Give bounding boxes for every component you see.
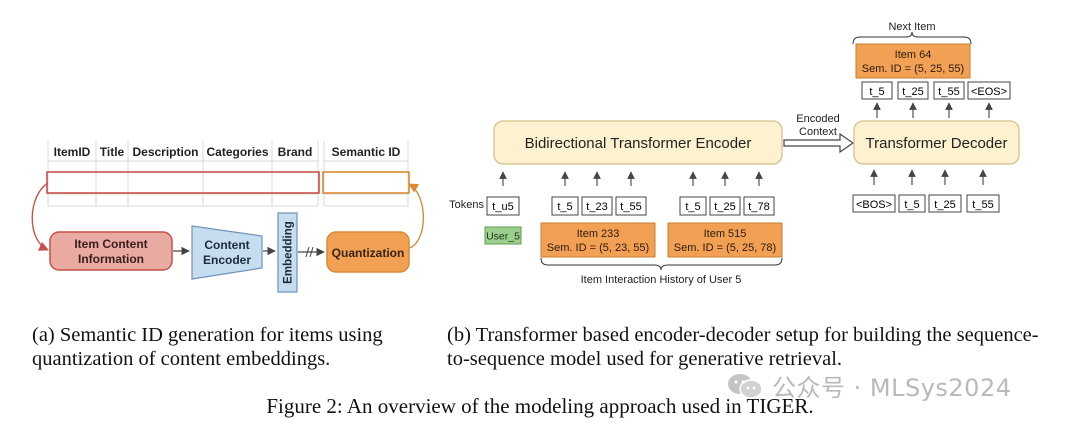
decoder-token: t_55: [972, 199, 993, 211]
caption-b: (b) Transformer based encoder-decoder se…: [447, 324, 1039, 370]
item-content-label-line1: Item Content: [74, 237, 147, 251]
output-token-box: [967, 81, 1011, 100]
watermark: 公众号 · MLSys2024: [726, 368, 1011, 403]
token-box: [581, 196, 613, 216]
decoder-token: t_5: [904, 199, 919, 211]
decoder-token: t_25: [934, 199, 955, 211]
output-token: t_55: [938, 86, 959, 98]
item233-token: t_23: [586, 201, 607, 213]
item233-semid: Sem. ID = (5, 23, 55): [547, 242, 649, 254]
encoder-input-arrows: [499, 171, 763, 186]
figure-caption: Figure 2: An overview of the modeling ap…: [266, 394, 814, 418]
item515-semid: Sem. ID = (5, 25, 78): [674, 242, 776, 254]
content-encoder-box: [191, 225, 263, 280]
next-item-box: [855, 43, 971, 79]
item-content-box: [49, 231, 173, 271]
panel-a: ItemID Title Description Categories Bran…: [31, 141, 425, 293]
output-tokens: t_5 t_25 t_55 <EOS>: [861, 81, 1011, 100]
table-header-description: Description: [132, 145, 198, 159]
item233-token: t_55: [620, 201, 641, 213]
user-token: t_u5: [492, 201, 513, 213]
decoder-token: <BOS>: [856, 199, 892, 211]
user-box: [484, 226, 522, 245]
panel-b: Bidirectional Transformer Encoder Encode…: [449, 21, 1020, 286]
wechat-icon: [728, 373, 763, 399]
table-header-categories: Categories: [206, 145, 268, 159]
encoded-context-line1: Encoded: [796, 113, 839, 125]
user-label: User_5: [486, 231, 520, 243]
encoded-context-line2: Context: [799, 126, 837, 138]
encoder-input-tokens: t_u5 t_5 t_23 t_55 t_5 t_25 t_78: [486, 196, 775, 216]
table-header-brand: Brand: [278, 145, 313, 159]
output-token: t_25: [902, 86, 923, 98]
next-item-semid: Sem. ID = (5, 25, 55): [862, 63, 964, 75]
decoder-input-arrows: [870, 169, 987, 185]
break-mark-2: [309, 246, 314, 258]
break-mark-1: [305, 246, 310, 258]
token-box: [709, 196, 741, 216]
history-label: Item Interaction History of User 5: [581, 274, 742, 286]
tokens-label: Tokens: [449, 199, 484, 211]
table-header-title: Title: [100, 145, 125, 159]
table-header-semantic-id: Semantic ID: [332, 145, 401, 159]
item233-title: Item 233: [577, 228, 620, 240]
item-content-label-line2: Information: [78, 252, 144, 266]
quantization-to-semid-arrow: [408, 183, 425, 249]
token-box: [966, 194, 1000, 213]
item515-box: [667, 222, 783, 258]
token-box: [743, 196, 775, 216]
decoder-box: [853, 120, 1020, 165]
item515-title: Item 515: [704, 228, 747, 240]
history-brace: [540, 257, 783, 271]
watermark-text: 公众号 · MLSys2024: [772, 374, 1012, 402]
output-token-box: [933, 81, 965, 100]
encoder-box: [493, 120, 783, 165]
output-token: <EOS>: [971, 86, 1007, 98]
item233-box: [540, 222, 656, 258]
row-to-content-arrow: [31, 182, 49, 251]
item-table: [47, 141, 409, 207]
quantization-box: [326, 231, 410, 273]
token-box: [898, 194, 926, 213]
token-box: [928, 194, 962, 213]
item515-token: t_25: [714, 201, 735, 213]
quantization-label: Quantization: [332, 246, 405, 260]
content-encoder-label-line2: Encoder: [203, 253, 251, 267]
figure-diagram: ItemID Title Description Categories Bran…: [31, 21, 1020, 293]
output-token-box: [897, 81, 929, 100]
encoder-label: Bidirectional Transformer Encoder: [525, 135, 752, 152]
item515-token: t_78: [748, 201, 769, 213]
table-header-itemid: ItemID: [54, 145, 91, 159]
decoder-label: Transformer Decoder: [866, 135, 1008, 152]
decoder-input-tokens: <BOS> t_5 t_25 t_55: [852, 194, 1000, 213]
semantic-id-row-highlight: [322, 171, 410, 194]
next-item-brace: [852, 31, 972, 45]
next-item-title: Item 64: [895, 49, 932, 61]
item233-token: t_5: [557, 201, 572, 213]
token-box: [679, 196, 707, 216]
output-token: t_5: [869, 86, 884, 98]
embedding-box: [277, 212, 298, 293]
caption-a: (a) Semantic ID generation for items usi…: [32, 324, 383, 370]
item515-token: t_5: [685, 201, 700, 213]
decoder-output-arrows: [873, 102, 993, 118]
next-item-label: Next Item: [888, 21, 935, 33]
output-token-box: [861, 81, 893, 100]
token-box: [486, 196, 520, 216]
item-row-highlight: [46, 171, 320, 194]
content-encoder-label-line1: Content: [204, 238, 249, 252]
embedding-label: Embedding: [283, 221, 295, 284]
token-box: [615, 196, 647, 216]
token-box: [852, 194, 896, 213]
token-box: [551, 196, 579, 216]
encoded-context-arrow: [783, 132, 855, 154]
